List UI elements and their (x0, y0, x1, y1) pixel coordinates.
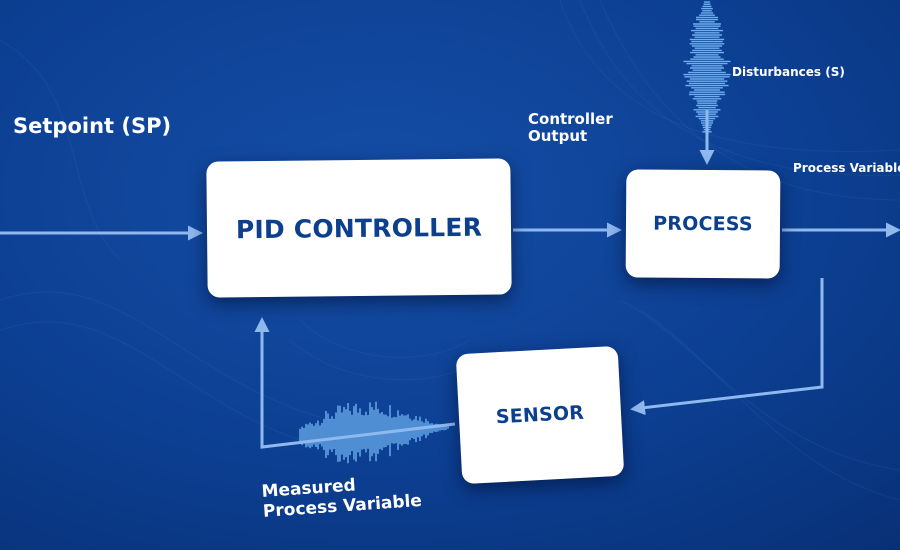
sensor-label: SENSOR (495, 401, 585, 429)
controller-output-line-1: Controller (528, 110, 613, 128)
process-block: PROCESS (625, 169, 781, 279)
controller-output-line-2: Output (528, 127, 588, 146)
background-swirls (0, 0, 900, 501)
setpoint-label: Setpoint (SP) (13, 114, 172, 138)
process-label: PROCESS (653, 212, 753, 236)
controller-output-label: Controller Output (528, 110, 613, 146)
measured-pv-arrow (254, 317, 456, 449)
pid-controller-block: PID CONTROLLER (206, 158, 512, 298)
feedback-arrow-to-sensor (630, 278, 824, 416)
disturbances-label: Disturbances (S) (732, 65, 845, 79)
process-variable-label: Process Variable (PV) (793, 161, 900, 175)
disturbance-waveform (683, 1, 731, 133)
pid-controller-label: PID CONTROLLER (235, 212, 483, 244)
sensor-block: SENSOR (455, 345, 625, 485)
